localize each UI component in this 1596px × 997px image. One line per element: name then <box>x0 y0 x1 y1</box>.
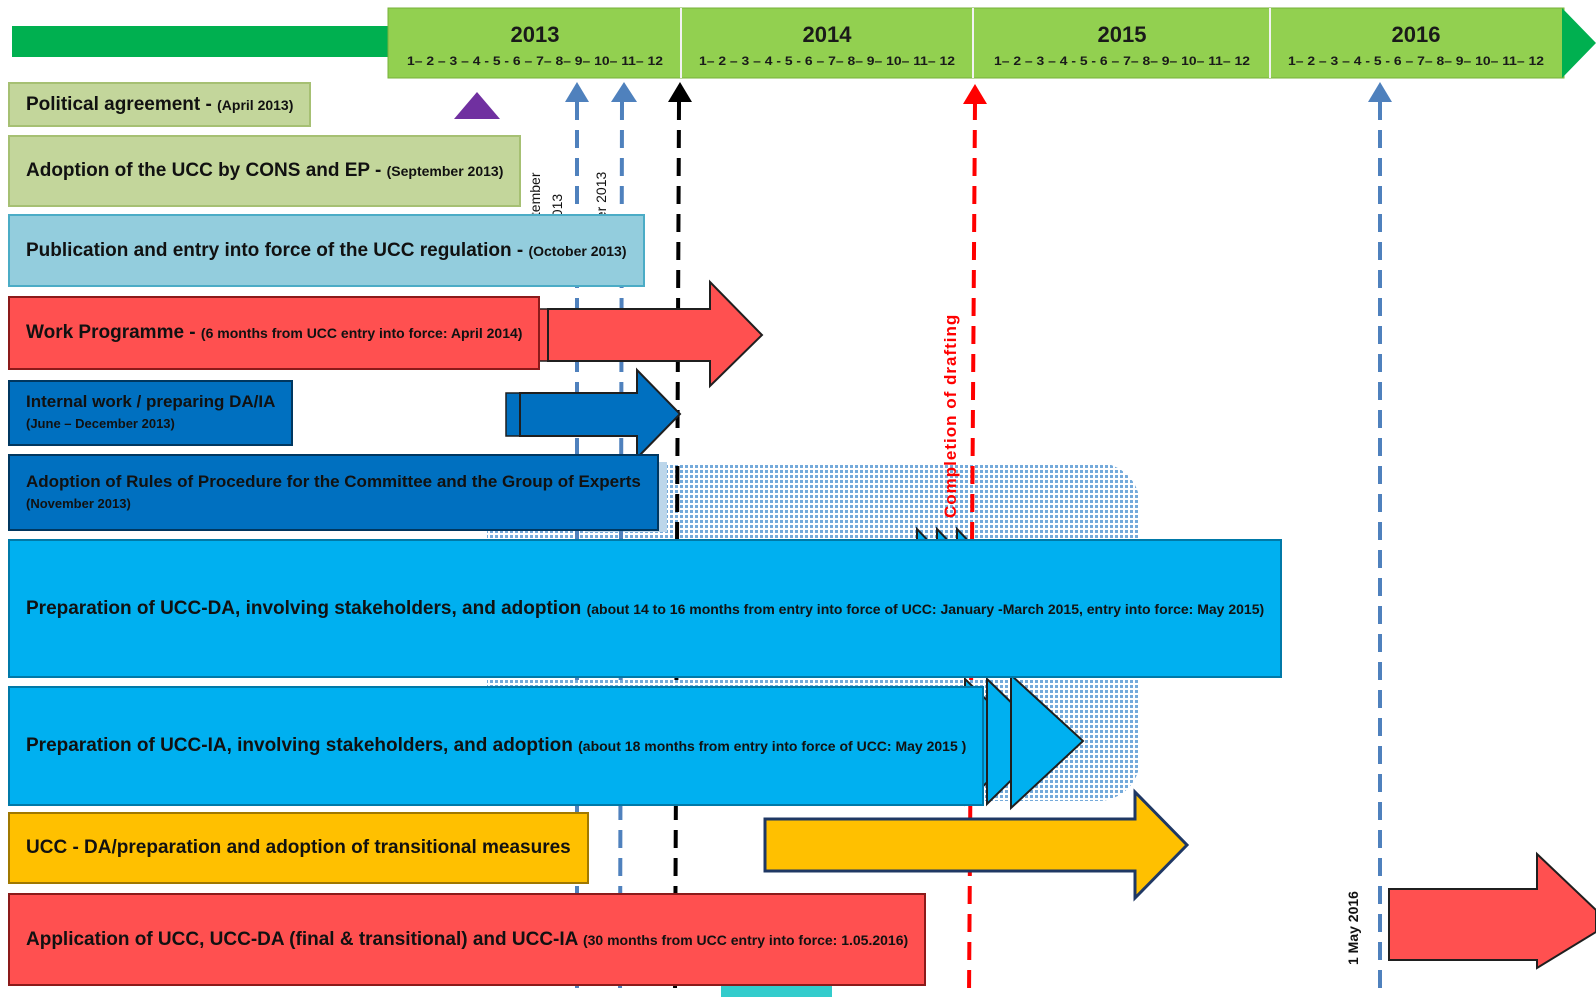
row-political-agreement: Political agreement - (April 2013) <box>8 82 312 127</box>
row-work-programme: Work Programme - (6 months from UCC entr… <box>8 296 541 370</box>
row-title: Adoption of the UCC by CONS and EP - <box>26 160 387 181</box>
row-subtitle: (November 2013) <box>26 495 131 511</box>
political-agreement-marker <box>454 92 500 119</box>
internal-work-arrow-tail <box>505 392 521 437</box>
year-2016: 2016 <box>1392 22 1441 47</box>
row-subtitle: (about 14 to 16 months from entry into f… <box>586 600 1265 617</box>
row-subtitle: (June – December 2013) <box>26 416 175 431</box>
may-2016-annotation: 1 May 2016 <box>1345 891 1361 965</box>
months-2014: 1– 2 – 3 – 4 - 5 - 6 – 7– 8– 9– 10– 11– … <box>699 54 955 68</box>
row-ucc-ia: Preparation of UCC-IA, involving stakeho… <box>8 686 985 806</box>
timeline-arrow-head <box>1562 8 1596 78</box>
row-title: Adoption of Rules of Procedure for the C… <box>26 471 641 491</box>
may-2016-marker <box>1368 82 1392 102</box>
months-2013: 1– 2 – 3 – 4 - 5 - 6 – 7– 8– 9– 10– 11– … <box>407 54 663 68</box>
timeline-bar <box>387 7 1565 79</box>
row-title: Internal work / preparing DA/IA <box>26 392 276 411</box>
year-2013: 2013 <box>511 22 560 47</box>
nov-2013-marker <box>611 82 637 102</box>
sept-2013-marker <box>565 82 589 102</box>
row-title: Preparation of UCC-DA, involving stakeho… <box>26 597 587 619</box>
dec-2013-marker <box>668 82 692 102</box>
row-adoption-ucc: Adoption of the UCC by CONS and EP - (Se… <box>8 135 522 207</box>
row-subtitle: (about 18 months from entry into force o… <box>578 738 967 754</box>
row-internal-work: Internal work / preparing DA/IA (June – … <box>8 380 294 446</box>
row-subtitle: (6 months from UCC entry into force: Apr… <box>200 325 523 341</box>
row-title: Work Programme - <box>26 322 201 343</box>
months-2016: 1– 2 – 3 – 4 - 5 - 6 – 7– 8– 9– 10– 11– … <box>1288 54 1544 68</box>
ucc-ia-arrow-head-3 <box>1010 672 1085 811</box>
year-2014: 2014 <box>803 22 853 47</box>
row-publication: Publication and entry into force of the … <box>8 214 645 287</box>
internal-work-arrow <box>519 367 682 461</box>
row-subtitle: (October 2013) <box>528 242 627 259</box>
row-rules-of-procedure: Adoption of Rules of Procedure for the C… <box>8 454 659 531</box>
row-subtitle: (September 2013) <box>386 163 504 179</box>
completion-annotation: Completion of drafting <box>941 314 960 518</box>
row-title: Political agreement - <box>26 93 218 115</box>
row-transitional-measures: UCC - DA/preparation and adoption of tra… <box>8 812 589 884</box>
completion-marker <box>963 84 987 104</box>
row-ucc-da: Preparation of UCC-DA, involving stakeho… <box>8 539 1283 678</box>
months-2015: 1– 2 – 3 – 4 - 5 - 6 – 7– 8– 9– 10– 11– … <box>994 54 1250 68</box>
timeline-lead-arrow-shaft <box>12 26 390 57</box>
application-arrow <box>1388 851 1596 970</box>
year-2015: 2015 <box>1098 22 1147 47</box>
work-programme-arrow <box>547 279 764 389</box>
row-subtitle: (April 2013) <box>217 96 294 113</box>
row-title: Preparation of UCC-IA, involving stakeho… <box>26 735 579 756</box>
row-subtitle: (30 months from UCC entry into force: 1.… <box>582 931 909 948</box>
transitional-measures-arrow <box>763 788 1190 902</box>
dec-2013-line <box>673 101 681 997</box>
row-title: Application of UCC, UCC-DA (final & tran… <box>26 928 583 950</box>
row-title: Publication and entry into force of the … <box>26 239 529 261</box>
row-application: Application of UCC, UCC-DA (final & tran… <box>8 893 927 986</box>
row-title: UCC - DA/preparation and adoption of tra… <box>26 837 571 858</box>
